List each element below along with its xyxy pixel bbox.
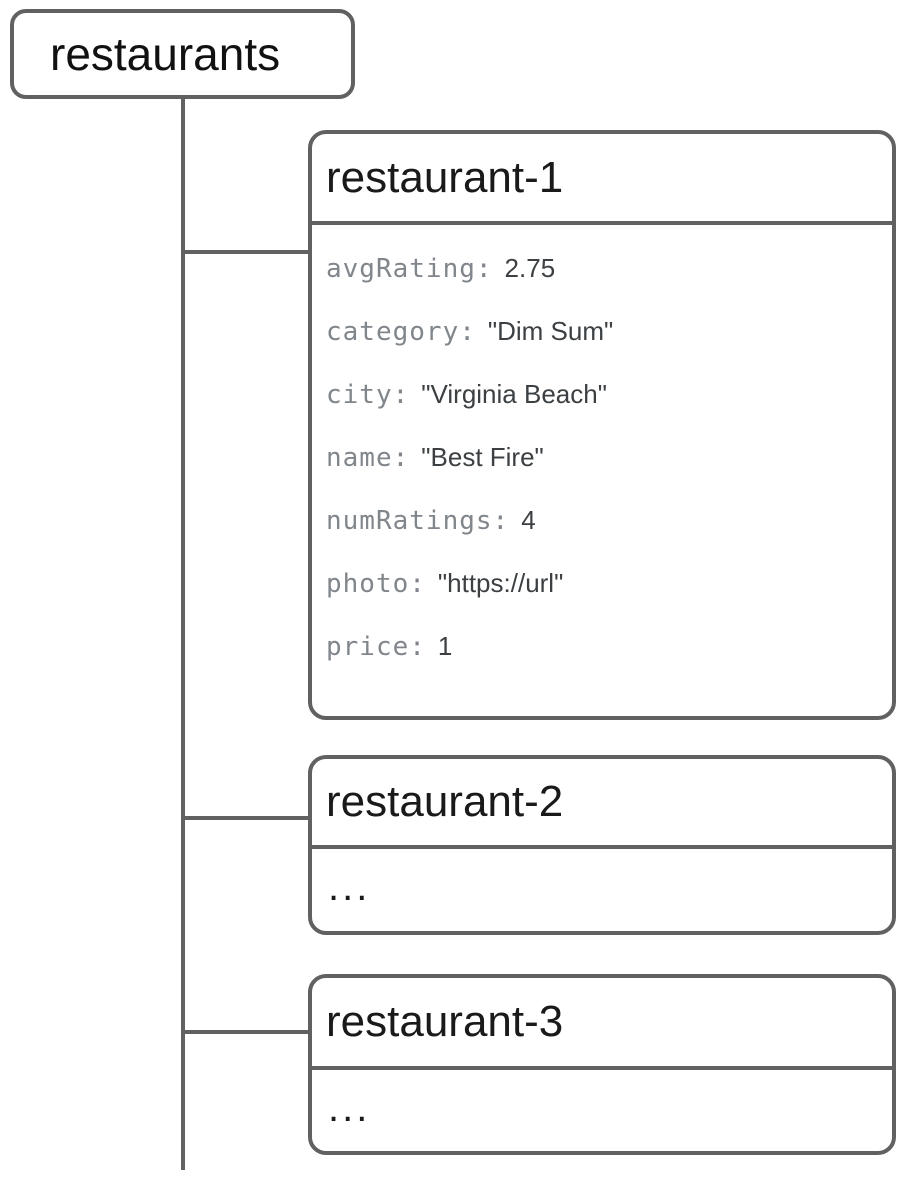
document-title: restaurant-1 <box>312 134 892 225</box>
collapsed-fields-ellipsis: ... <box>328 1086 371 1130</box>
document-title: restaurant-3 <box>312 978 892 1070</box>
field-value: 1 <box>437 631 453 661</box>
branch-line-restaurant-1 <box>181 250 310 254</box>
tree-trunk-line <box>181 97 185 1170</box>
document-card-restaurant-2: restaurant-2 ... <box>308 755 896 935</box>
field-row-name: name: "Best Fire" <box>326 426 892 489</box>
field-key: numRatings: <box>326 505 510 536</box>
collection-label: restaurants <box>50 28 281 80</box>
field-row-numRatings: numRatings: 4 <box>326 489 892 552</box>
document-fields: avgRating: 2.75 category: "Dim Sum" city… <box>312 225 892 678</box>
collection-node-restaurants: restaurants <box>10 9 355 99</box>
field-row-city: city: "Virginia Beach" <box>326 363 892 426</box>
field-key: city: <box>326 379 410 410</box>
field-row-photo: photo: "https://url" <box>326 552 892 615</box>
field-key: price: <box>326 631 426 662</box>
field-row-avgRating: avgRating: 2.75 <box>326 237 892 300</box>
field-row-category: category: "Dim Sum" <box>326 300 892 363</box>
collapsed-fields-ellipsis: ... <box>328 865 371 909</box>
field-value: 2.75 <box>504 253 556 283</box>
document-card-restaurant-1: restaurant-1 avgRating: 2.75 category: "… <box>308 130 896 720</box>
field-key: avgRating: <box>326 253 493 284</box>
field-value: "Dim Sum" <box>487 316 614 346</box>
field-value: 4 <box>521 505 536 535</box>
field-row-price: price: 1 <box>326 615 892 678</box>
document-card-restaurant-3: restaurant-3 ... <box>308 974 896 1155</box>
field-value: "Best Fire" <box>421 442 544 472</box>
field-key: category: <box>326 316 476 347</box>
branch-line-restaurant-2 <box>181 816 310 820</box>
field-value: "Virginia Beach" <box>421 379 607 409</box>
field-key: name: <box>326 442 410 473</box>
field-key: photo: <box>326 568 426 599</box>
document-title: restaurant-2 <box>312 759 892 849</box>
branch-line-restaurant-3 <box>181 1030 310 1034</box>
field-value: "https://url" <box>437 568 564 598</box>
